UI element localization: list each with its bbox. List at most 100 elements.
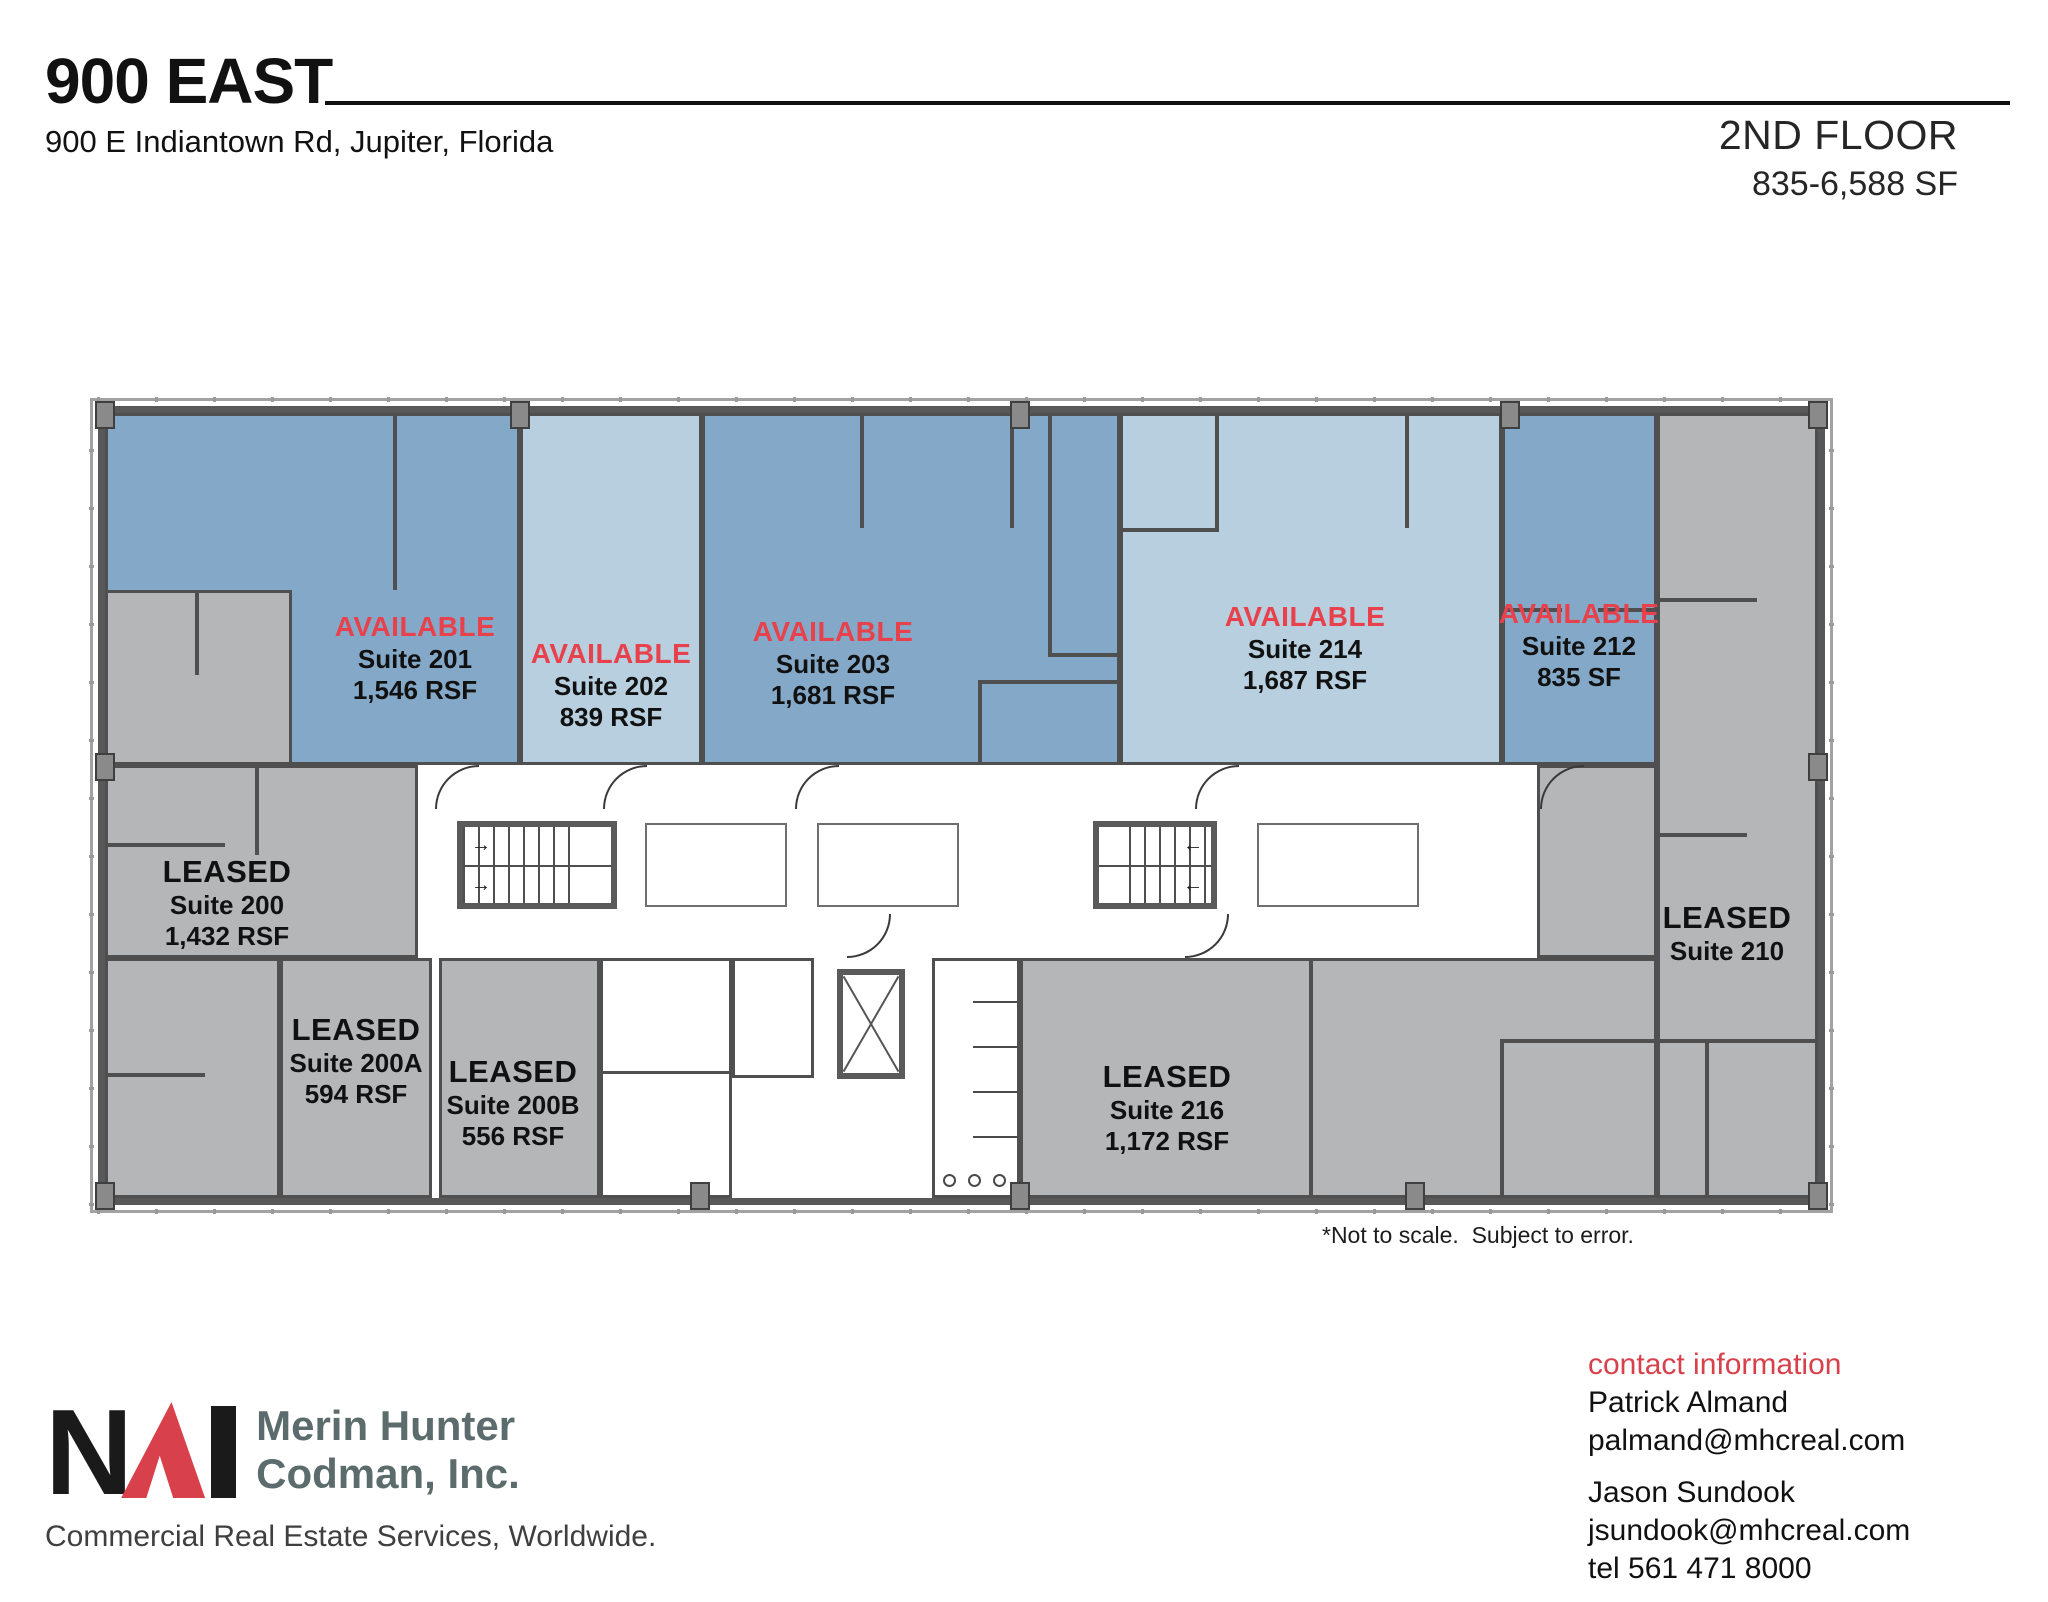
wall-segment xyxy=(1120,528,1219,532)
floor-size-range: 835-6,588 SF xyxy=(1751,165,1958,203)
suite-202-status: AVAILABLE xyxy=(530,638,692,670)
suite-210-lower-wing xyxy=(1310,958,1657,1198)
suite-200-name: Suite 200 xyxy=(169,890,285,921)
suite-200b-name: Suite 200B xyxy=(446,1090,580,1121)
contact-agent: Patrick Almand palmand@mhcreal.com xyxy=(1588,1384,1910,1460)
wall-segment xyxy=(105,1073,205,1077)
pillar xyxy=(95,401,115,429)
suite-212-area xyxy=(1502,413,1657,765)
suite-214-area xyxy=(1120,413,1502,765)
suite-216-label: LEASED Suite 216 1,172 RSF xyxy=(1103,1058,1232,1158)
suite-203-size: 1,681 RSF xyxy=(770,679,896,710)
company-name: Merin Hunter Codman, Inc. xyxy=(256,1402,520,1498)
pillar xyxy=(1010,1182,1030,1210)
pillar xyxy=(95,753,115,781)
property-address: 900 E Indiantown Rd, Jupiter, Florida xyxy=(45,124,554,159)
door-arc xyxy=(795,765,839,809)
suite-200b-area xyxy=(439,958,600,1198)
stair-direction-arrow: ← xyxy=(1183,874,1203,896)
suite-200b-status: LEASED xyxy=(448,1054,578,1090)
suite-214-size: 1,687 RSF xyxy=(1242,664,1368,695)
corridor-spur xyxy=(600,958,732,1198)
stair-direction-arrow: → xyxy=(471,874,491,896)
wall-segment xyxy=(1500,1039,1818,1043)
suite-214-label: AVAILABLE Suite 214 1,687 RSF xyxy=(1225,600,1386,696)
restroom-sink xyxy=(943,1174,956,1187)
company-tagline: Commercial Real Estate Services, Worldwi… xyxy=(45,1520,657,1553)
suite-216-area xyxy=(1020,958,1312,1198)
pillar xyxy=(1808,1182,1828,1210)
window-band-right xyxy=(1829,405,1834,1206)
pillar xyxy=(1500,401,1520,429)
suite-210-label: LEASED Suite 210 xyxy=(1663,899,1792,967)
contact-phone: tel 561 471 8000 xyxy=(1588,1552,1812,1585)
nai-logo-mark: N xyxy=(45,1384,237,1520)
suite-210-right-wing xyxy=(1657,413,1818,1198)
suite-200-lower-rooms xyxy=(105,958,280,1198)
suite-200a-area xyxy=(280,958,432,1198)
stair-direction-arrow: → xyxy=(471,834,491,856)
restroom-stall-wall xyxy=(972,1091,1018,1093)
stair-direction-arrow: ← xyxy=(1183,834,1203,856)
suite-200b-size: 556 RSF xyxy=(461,1121,565,1152)
restroom-stall-wall xyxy=(972,1046,1018,1048)
wall-segment xyxy=(1010,413,1014,528)
window-band-top xyxy=(97,397,1826,402)
wall-segment xyxy=(105,843,225,847)
suite-202-label: AVAILABLE Suite 202 839 RSF xyxy=(531,637,692,733)
floor-name: 2ND FLOOR xyxy=(1718,112,1958,158)
pillar xyxy=(690,1182,710,1210)
suite-212-name: Suite 212 xyxy=(1521,630,1637,661)
door-arc xyxy=(847,914,891,958)
nai-letter-n: N xyxy=(45,1384,133,1520)
pillar xyxy=(95,1182,115,1210)
wall-segment xyxy=(1657,598,1757,602)
restroom-sink xyxy=(968,1174,981,1187)
company-name-line1: Merin Hunter xyxy=(256,1402,516,1450)
suite-201-name: Suite 201 xyxy=(357,643,473,674)
suite-201-status: AVAILABLE xyxy=(334,611,496,643)
suite-203-name: Suite 203 xyxy=(775,648,891,679)
suite-214-status: AVAILABLE xyxy=(1224,601,1386,633)
restroom-sink xyxy=(993,1174,1006,1187)
company-name-line2: Codman, Inc. xyxy=(256,1450,520,1497)
door-arc xyxy=(1185,914,1229,958)
contact-heading: contact information xyxy=(1588,1348,1842,1381)
restroom-stall-wall xyxy=(972,1136,1018,1138)
pillar xyxy=(510,401,530,429)
suite-202-name: Suite 202 xyxy=(553,670,669,701)
wall-segment xyxy=(1048,653,1120,657)
suite-212-size: 835 SF xyxy=(1537,661,1621,692)
suite-200a-size: 594 RSF xyxy=(304,1079,408,1110)
suite-200b-label: LEASED Suite 200B 556 RSF xyxy=(447,1053,580,1153)
agent-name: Patrick Almand xyxy=(1588,1386,1789,1419)
stair-mid-rail xyxy=(463,865,611,867)
suite-202-size: 839 RSF xyxy=(559,701,663,732)
door-arc xyxy=(1195,765,1239,809)
suite-203-status: AVAILABLE xyxy=(752,616,914,648)
suite-212-label: AVAILABLE Suite 212 835 SF xyxy=(1499,597,1660,693)
window-band-left xyxy=(89,405,94,1206)
wall-segment xyxy=(1048,413,1052,653)
suite-200a-label: LEASED Suite 200A 594 RSF xyxy=(290,1011,423,1111)
wall-segment xyxy=(1215,413,1219,528)
title-rule xyxy=(325,101,2010,105)
stairwell-west: → → xyxy=(457,821,617,909)
wall-segment xyxy=(1500,1043,1504,1198)
elevator-shaft xyxy=(837,969,905,1079)
suite-202-area xyxy=(520,413,702,765)
agent-email: jsundook@mhcreal.com xyxy=(1588,1514,1911,1547)
nai-letter-a-notch xyxy=(146,1455,174,1498)
agent-name: Jason Sundook xyxy=(1588,1476,1795,1509)
disclaimer: *Not to scale. Subject to error. xyxy=(1322,1222,1634,1248)
nai-letter-i xyxy=(211,1406,237,1498)
door-arc xyxy=(603,765,647,809)
suite-200-status: LEASED xyxy=(162,854,292,890)
pillar xyxy=(1808,753,1828,781)
suite-200-area xyxy=(105,765,418,958)
corridor-opening xyxy=(645,823,787,907)
company-logo: N Merin Hunter Codman, Inc. xyxy=(45,1384,520,1520)
wall-segment xyxy=(1657,833,1747,837)
suite-201-label: AVAILABLE Suite 201 1,546 RSF xyxy=(335,610,496,706)
wall-segment xyxy=(1502,608,1562,612)
